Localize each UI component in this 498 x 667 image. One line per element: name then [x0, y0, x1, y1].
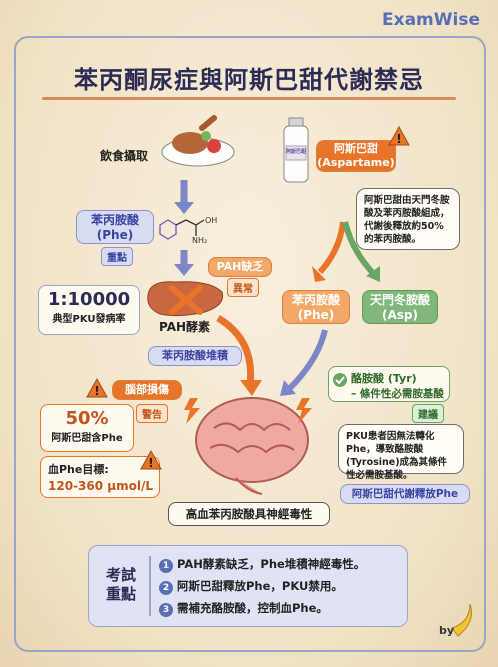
aspartame-name: 阿斯巴甜 [334, 142, 378, 155]
exam-divider [149, 556, 151, 616]
percent-label: 阿斯巴甜含Phe [51, 433, 123, 444]
pah-deficiency-tag: 異常 [227, 278, 259, 297]
exam-point-1-text: PAH酵素缺乏，Phe堆積神經毒性。 [177, 557, 366, 571]
percent-value: 50% [65, 408, 109, 429]
percent-box: 50% 阿斯巴甜含Phe [40, 404, 134, 452]
incidence-label: 典型PKU發病率 [52, 314, 126, 325]
diet-label: 飲食攝取 [100, 149, 149, 163]
blood-target-range: 120-360 μmol/L [48, 479, 153, 493]
phe-name: 苯丙胺酸 [90, 213, 139, 227]
brain-damage-label: 腦部損傷 [112, 380, 182, 400]
molecule-icon [159, 219, 205, 240]
lightning-icon [184, 398, 312, 424]
phe-accumulation-label: 苯丙胺酸堆積 [148, 346, 242, 366]
incidence-box: 1:10000 典型PKU發病率 [38, 285, 140, 335]
phe-abbr: (Phe) [96, 228, 134, 242]
exam-point-2-text: 阿斯巴甜釋放Phe，PKU禁用。 [177, 579, 343, 593]
liver-icon [147, 281, 224, 317]
tyr-tag: 建議 [412, 404, 444, 423]
signature: by [438, 624, 454, 637]
tyr-line1: 酪胺酸 (Tyr) [351, 372, 417, 385]
brain-damage-warning-icon: ! [86, 378, 108, 398]
asp-name: 天門冬胺酸 [369, 293, 430, 307]
title-underline [42, 97, 456, 100]
svg-text:!: ! [148, 456, 153, 470]
exam-points-panel: 考試重點 1 PAH酵素缺乏，Phe堆積神經毒性。 2 阿斯巴甜釋放Phe，PKU禁… [88, 545, 408, 627]
exam-heading: 考試重點 [105, 566, 136, 603]
check-icon [333, 373, 347, 387]
exam-point-1: 1 PAH酵素缺乏，Phe堆積神經毒性。 [159, 556, 365, 573]
exam-point-2: 2 阿斯巴甜釋放Phe，PKU禁用。 [159, 578, 343, 595]
aspartame-abbr: (Aspartame) [317, 156, 395, 169]
phe-tag: 重點 [101, 247, 133, 266]
asp-box: 天門冬胺酸 (Asp) [362, 290, 438, 324]
pah-enzyme-label: PAH酵素 [159, 320, 211, 334]
brain-icon [195, 397, 309, 495]
aspartame-note: 阿斯巴甜由天門冬胺酸及苯丙胺酸組成，代謝後釋放約50%的苯丙胺酸。 [356, 188, 460, 250]
banana-icon [451, 603, 472, 637]
exam-point-3-text: 需補充酪胺酸，控制血Phe。 [177, 601, 328, 615]
svg-text:!: ! [94, 384, 99, 398]
svg-text:NH₂: NH₂ [192, 236, 207, 245]
neurotoxicity-label: 高血苯丙胺酸具神經毒性 [168, 502, 330, 526]
blood-target-box: 血Phe目標: 120-360 μmol/L [40, 456, 160, 498]
number-2-icon: 2 [159, 581, 173, 595]
release-label: 阿斯巴甜代謝釋放Phe [340, 484, 470, 504]
page-title: 苯丙酮尿症與阿斯巴甜代謝禁忌 [74, 66, 424, 94]
tyr-box: 酪胺酸 (Tyr) – 條件性必需胺基酸 [328, 366, 450, 402]
aspartame-warning-icon: ! [388, 126, 410, 146]
food-plate-icon [161, 115, 235, 167]
tyr-note: PKU患者因無法轉化Phe，導致酪胺酸(Tyrosine)成為其條件性必需胺基酸… [338, 424, 464, 481]
blood-target-label: 血Phe目標: [48, 463, 109, 476]
svg-text:OH: OH [205, 216, 217, 225]
bottle-label: 阿斯巴甜 [285, 149, 306, 155]
brain-damage-tag: 警告 [136, 404, 168, 423]
number-1-icon: 1 [159, 559, 173, 573]
svg-text:!: ! [396, 132, 401, 146]
content-frame [14, 36, 486, 652]
phe-right-abbr: (Phe) [297, 308, 335, 322]
aspartame-bottle-icon [283, 117, 309, 183]
incidence-value: 1:10000 [47, 289, 131, 310]
pah-deficiency-label: PAH缺乏 [208, 257, 272, 277]
blood-warning-icon: ! [140, 450, 162, 470]
phe-right-name: 苯丙胺酸 [291, 293, 340, 307]
number-3-icon: 3 [159, 603, 173, 617]
asp-abbr: (Asp) [382, 308, 418, 322]
brand-logo: ExamWise [382, 10, 480, 30]
aspartame-box: 阿斯巴甜 (Aspartame) [316, 140, 396, 172]
phe-right-box: 苯丙胺酸 (Phe) [282, 290, 350, 324]
exam-point-3: 3 需補充酪胺酸，控制血Phe。 [159, 600, 328, 617]
phe-box: 苯丙胺酸 (Phe) [76, 210, 154, 244]
tyr-line2: – 條件性必需胺基酸 [351, 388, 444, 400]
